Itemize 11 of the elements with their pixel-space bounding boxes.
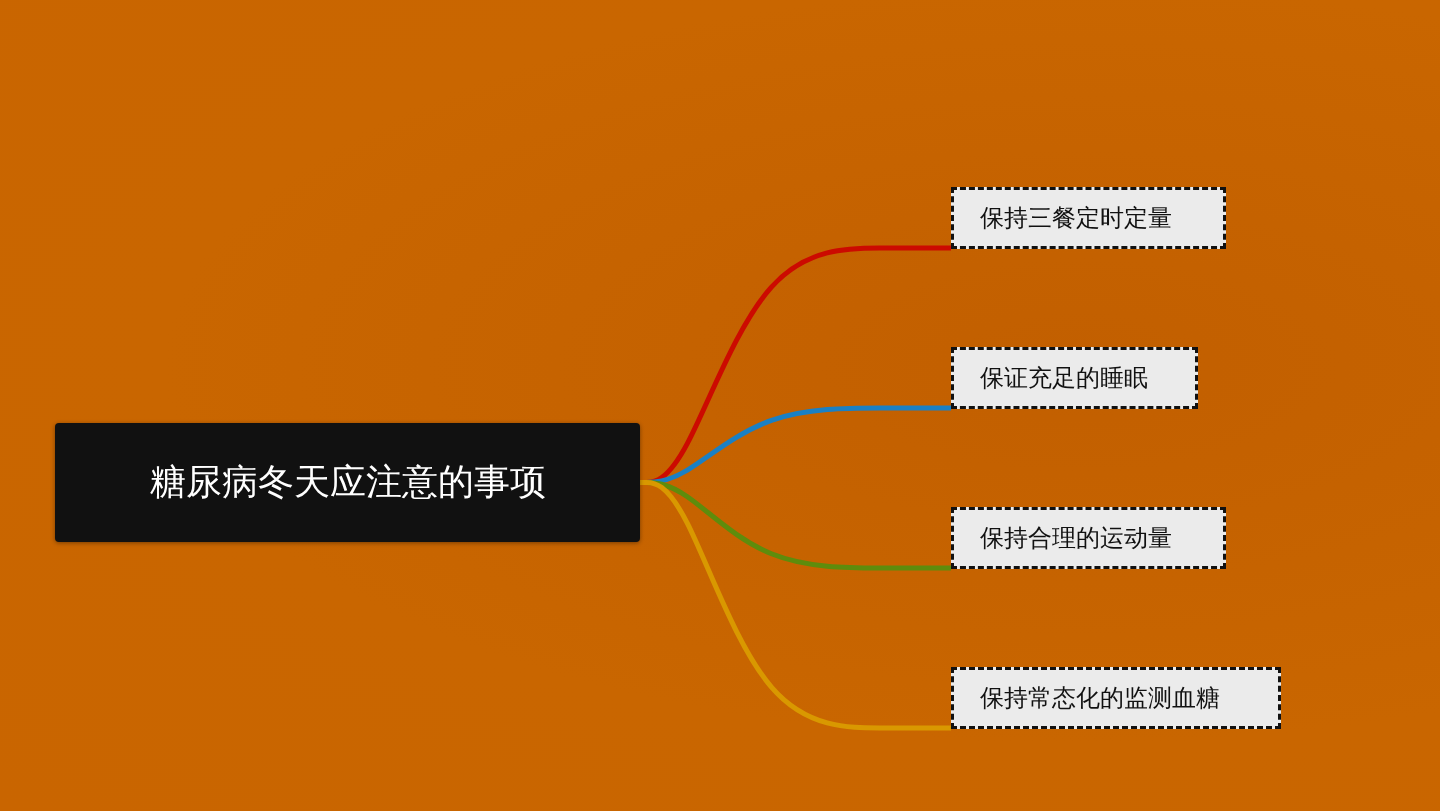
subtopic-text: 保持三餐定时定量: [980, 203, 1172, 234]
topic-text: 糖尿病冬天应注意的事项: [149, 460, 546, 504]
subtopic-text: 保持常态化的监测血糖: [980, 683, 1220, 714]
subtopic-box: [951, 507, 1226, 569]
subtopic-box: [951, 667, 1281, 729]
subtopic-box: [951, 187, 1226, 249]
subtopic-text: 保持合理的运动量: [980, 523, 1172, 554]
subtopic-text: 保证充足的睡眠: [980, 363, 1148, 394]
subtopic-box: [951, 347, 1198, 409]
branch-line: [640, 480, 951, 731]
topic-box: [55, 423, 640, 542]
